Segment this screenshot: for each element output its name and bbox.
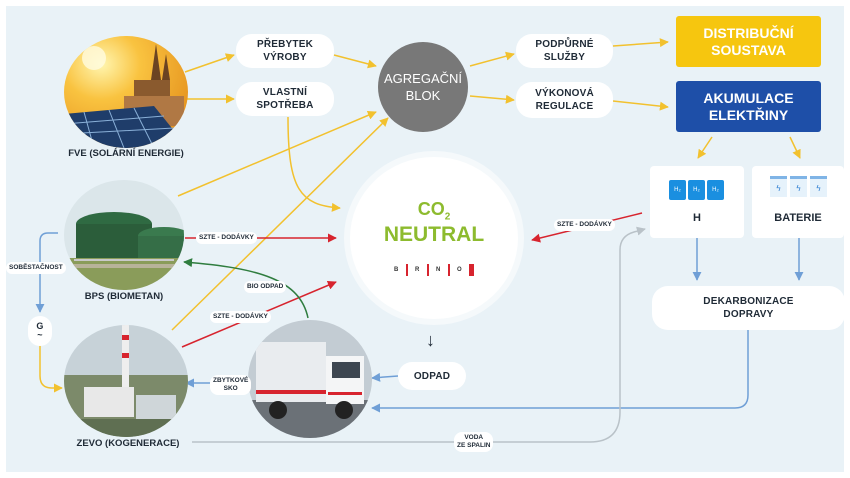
arrow-zevo-agg (171, 117, 389, 331)
baterie-label: BATERIE (774, 212, 822, 224)
bps-biometan-photo (64, 180, 184, 290)
sobestacnost-tag: SOBĚSTAČNOST (6, 262, 66, 274)
arrow-co2-odpad: ↓ (426, 330, 435, 350)
prebytek-vyroby-node: PŘEBYTEK VÝROBY (236, 34, 334, 68)
arrow-bps-g (35, 232, 58, 313)
generator-symbol: G (36, 321, 44, 331)
arrow-agg-vykonova (469, 94, 515, 104)
arrow-odpad-truck (371, 372, 399, 382)
hydrogen-label: H (693, 212, 701, 224)
akumulace-elektriny-node: AKUMULACE ELEKTŘINY (676, 81, 821, 132)
arrow-truck-bps (183, 258, 309, 319)
hydrogen-storage-node: H₂ H₂ H₂ H (650, 166, 744, 238)
neutral-text: NEUTRAL (383, 223, 485, 246)
arrow-dekarbonizace-truck (371, 330, 749, 413)
arrow-g-zevo (39, 345, 63, 393)
vykonova-regulace-node: VÝKONOVÁ REGULACE (516, 82, 613, 118)
voda-ze-spalin-tag: VODA ZE SPALIN (454, 432, 494, 452)
co2-text: CO (417, 199, 445, 219)
battery-cell-icon: ϟ (770, 176, 787, 197)
brno-letter-b: B (394, 267, 399, 273)
co2-title: CO2 (350, 199, 518, 223)
arrow-agg-podpurne (469, 51, 515, 67)
h2-cell-icon: H₂ (688, 180, 705, 200)
arrow-bps-agg (177, 111, 377, 197)
battery-storage-node: ϟ ϟ ϟ BATERIE (752, 166, 844, 238)
brno-letter-o: O (457, 267, 462, 273)
vlastni-spotreba-node: VLASTNÍ SPOTŘEBA (236, 82, 334, 116)
agregacni-blok-node: AGREGAČNÍ BLOK (378, 42, 468, 132)
fve-solar-photo (64, 36, 188, 148)
battery-cell-icon: ϟ (790, 176, 807, 197)
zbytkove-sko-tag: ZBYTKOVÉ SKO (210, 375, 252, 395)
generator-node: G ~ (28, 316, 52, 346)
garbage-truck-photo (248, 320, 372, 438)
arrow-fve-prebytek (184, 53, 235, 73)
podpurne-sluzby-node: PODPŮRNÉ SLUŽBY (516, 34, 613, 68)
fve-label: FVE (SOLÁRNÍ ENERGIE) (68, 148, 184, 159)
distribucni-soustava-node: DISTRIBUČNÍ SOUSTAVA (676, 16, 821, 67)
arrow-zevo-h (192, 226, 646, 443)
zevo-kogenerace-photo (64, 325, 188, 437)
brno-logo: B R N O (394, 263, 474, 277)
szte-dodavky-zevo-tag: SZTE - DODÁVKY (210, 311, 271, 323)
odpad-node: ODPAD (398, 362, 466, 390)
arrow-vlastni-co2 (287, 116, 341, 212)
arrow-akumulace-baterie (789, 136, 801, 159)
arrow-vykonova-akumulace (612, 100, 669, 111)
bps-label: BPS (BIOMETAN) (84, 291, 164, 302)
arrow-akumulace-h (697, 136, 713, 159)
brno-letter-n: N (436, 267, 441, 273)
co2-subscript: 2 (444, 211, 451, 223)
co2-neutral-node: CO2 NEUTRAL B R N O (350, 157, 518, 319)
szte-dodavky-h-tag: SZTE - DODÁVKY (554, 219, 615, 231)
h2-cell-icon: H₂ (707, 180, 724, 200)
brno-letter-r: R (415, 267, 420, 273)
h2-cell-icon: H₂ (669, 180, 686, 200)
bio-odpad-tag: BIO ODPAD (244, 281, 287, 293)
zevo-label: ZEVO (KOGENERACE) (76, 438, 180, 449)
szte-dodavky-bps-tag: SZTE - DODÁVKY (196, 232, 257, 244)
generator-tilde: ~ (37, 330, 43, 340)
dekarbonizace-dopravy-node: DEKARBONIZACE DOPRAVY (652, 286, 845, 330)
arrow-prebytek-agg (333, 54, 377, 69)
battery-cell-icon: ϟ (810, 176, 827, 197)
arrow-podpurne-distribucni (612, 38, 669, 48)
